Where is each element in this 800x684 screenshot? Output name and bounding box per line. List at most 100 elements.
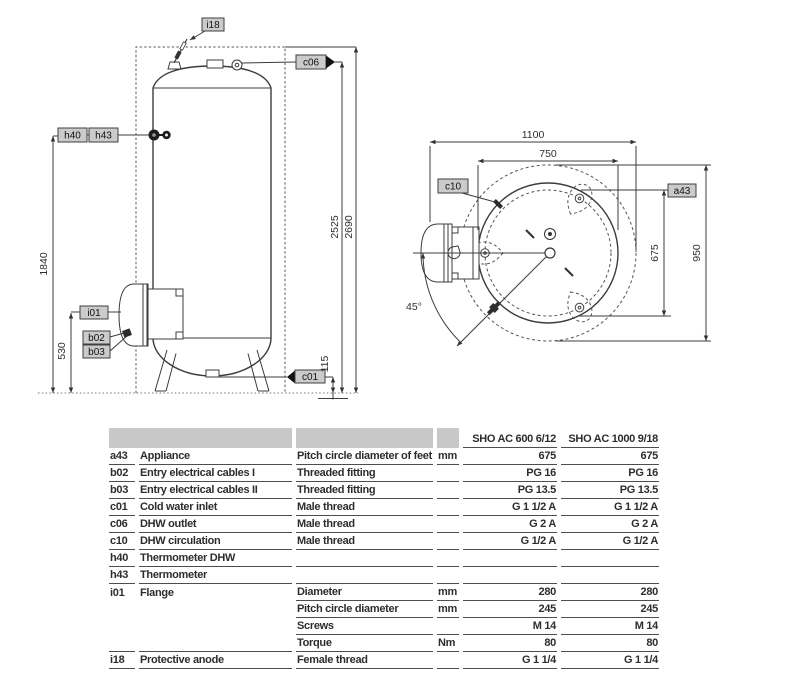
row-property bbox=[296, 567, 433, 584]
row-code: h40 bbox=[109, 550, 135, 567]
row-unit bbox=[436, 652, 459, 669]
tank-feet bbox=[469, 183, 593, 323]
row-property: Diameter bbox=[296, 584, 433, 601]
row-code: c10 bbox=[109, 533, 135, 550]
row-value-600 bbox=[462, 550, 557, 567]
row-name: Thermometer bbox=[139, 567, 292, 584]
row-name bbox=[139, 635, 292, 652]
row-name bbox=[139, 618, 292, 635]
header-col-sho1000: SHO AC 1000 9/18 bbox=[560, 428, 659, 448]
row-value-1000: 675 bbox=[560, 448, 659, 465]
row-value-600 bbox=[462, 567, 557, 584]
label-i18-text: i18 bbox=[206, 20, 220, 31]
row-value-600: G 1 1/2 A bbox=[462, 499, 557, 516]
dim-750: 750 bbox=[539, 148, 557, 160]
row-unit bbox=[436, 567, 459, 584]
dim-675: 675 bbox=[649, 244, 661, 262]
row-name bbox=[139, 601, 292, 618]
row-name: DHW circulation bbox=[139, 533, 292, 550]
row-code: a43 bbox=[109, 448, 135, 465]
row-code bbox=[109, 618, 135, 635]
row-value-600: 280 bbox=[462, 584, 557, 601]
row-unit bbox=[436, 516, 459, 533]
row-value-1000: 245 bbox=[560, 601, 659, 618]
c10-fitting bbox=[493, 199, 503, 209]
row-value-600: 675 bbox=[462, 448, 557, 465]
row-name: Thermometer DHW bbox=[139, 550, 292, 567]
tank-legs bbox=[154, 349, 270, 392]
label-a43-text: a43 bbox=[674, 186, 691, 197]
label-h40-text: h40 bbox=[64, 131, 81, 142]
row-property: Threaded fitting bbox=[296, 482, 433, 499]
angle-arc bbox=[420, 252, 460, 342]
row-code: i01 bbox=[110, 587, 125, 599]
dhw-outlet-fitting bbox=[231, 59, 243, 71]
row-name: Entry electrical cables I bbox=[139, 465, 292, 482]
row-unit bbox=[436, 482, 459, 499]
dim-115: 115 bbox=[319, 355, 331, 372]
row-unit bbox=[436, 618, 459, 635]
row-value-600: G 2 A bbox=[462, 516, 557, 533]
row-value-1000: G 1 1/4 bbox=[560, 652, 659, 669]
row-code: c01 bbox=[109, 499, 135, 516]
label-b03 bbox=[82, 344, 111, 359]
dimension-drawing: i18 c06 h40 h43 bbox=[38, 17, 711, 400]
row-value-600: 245 bbox=[462, 601, 557, 618]
row-name: Cold water inlet bbox=[139, 499, 292, 516]
flow-arrow-in bbox=[287, 370, 295, 384]
row-unit: Nm bbox=[436, 635, 459, 652]
row-unit: mm bbox=[436, 584, 459, 601]
row-unit bbox=[436, 533, 459, 550]
label-b02 bbox=[82, 330, 111, 345]
row-code bbox=[109, 635, 135, 652]
label-c10-text: c10 bbox=[445, 182, 462, 193]
row-code: b02 bbox=[109, 465, 135, 482]
row-name: DHW outlet bbox=[139, 516, 292, 533]
dim-950: 950 bbox=[691, 244, 703, 262]
row-value-1000 bbox=[560, 550, 659, 567]
row-property bbox=[296, 550, 433, 567]
dim-1100: 1100 bbox=[522, 129, 545, 141]
top-view: 45° c10 a43 1100 750 6 bbox=[406, 129, 711, 347]
label-b03-text: b03 bbox=[88, 347, 105, 358]
dim-2525: 2525 bbox=[329, 215, 341, 239]
angle-diagonal bbox=[456, 252, 551, 347]
row-value-1000: M 14 bbox=[560, 618, 659, 635]
row-property: Male thread bbox=[296, 533, 433, 550]
side-view: i18 c06 h40 h43 bbox=[38, 17, 359, 400]
row-unit bbox=[436, 465, 459, 482]
label-c06-text: c06 bbox=[303, 58, 320, 69]
dim-530: 530 bbox=[56, 342, 68, 360]
row-code: i18 bbox=[109, 652, 135, 669]
dim-1840: 1840 bbox=[38, 252, 50, 276]
flow-arrow-out bbox=[326, 55, 335, 69]
center-port bbox=[544, 247, 556, 259]
label-a43 bbox=[667, 183, 697, 198]
row-unit: mm bbox=[436, 448, 459, 465]
row-value-600: PG 13.5 bbox=[462, 482, 557, 499]
row-value-1000: G 2 A bbox=[560, 516, 659, 533]
row-property: Pitch circle diameter bbox=[296, 601, 433, 618]
row-code: c06 bbox=[109, 516, 135, 533]
row-unit: mm bbox=[436, 601, 459, 618]
row-value-600: M 14 bbox=[462, 618, 557, 635]
row-unit bbox=[436, 499, 459, 516]
row-value-1000: G 1/2 A bbox=[560, 533, 659, 550]
dim-2690: 2690 bbox=[343, 215, 355, 239]
row-property: Screws bbox=[296, 618, 433, 635]
table-header-row: SHO AC 600 6/12 SHO AC 1000 9/18 bbox=[109, 428, 659, 448]
row-value-1000: PG 13.5 bbox=[560, 482, 659, 499]
header-property-cell bbox=[296, 428, 433, 448]
row-property: Threaded fitting bbox=[296, 465, 433, 482]
